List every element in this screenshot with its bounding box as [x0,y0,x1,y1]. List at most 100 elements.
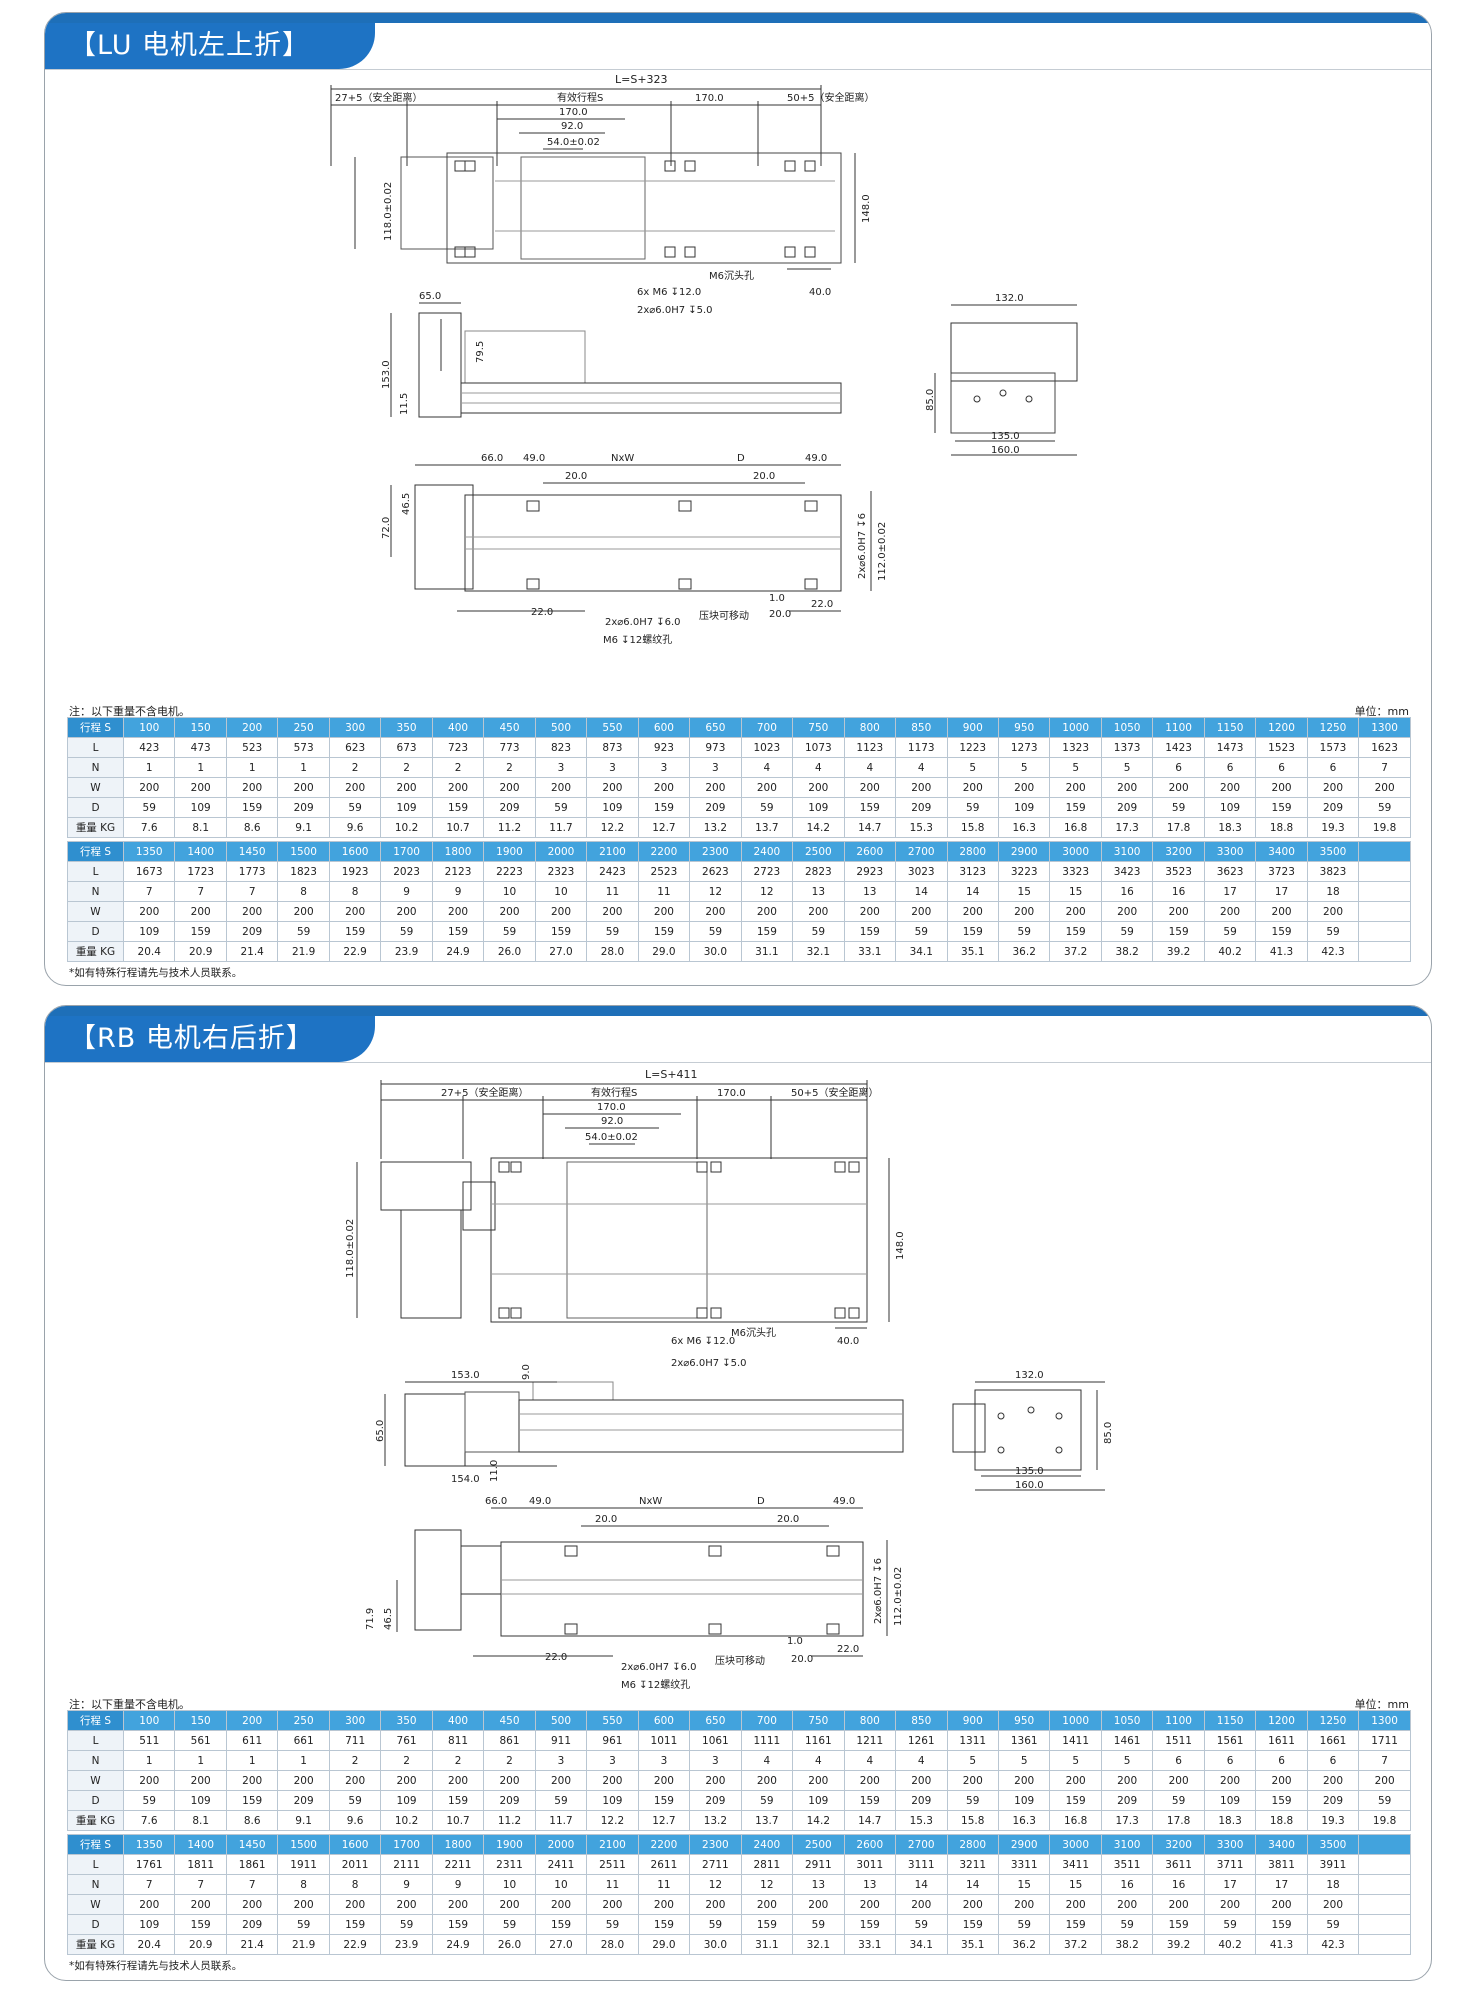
table-cell: 18.3 [1203,817,1257,838]
table-cell: 109 [792,797,845,818]
dim-20b: 20.0 [777,1514,799,1525]
table-cell: 6 [1255,757,1308,778]
table-cell: 109 [174,797,227,818]
table-cell: 1373 [1100,737,1154,758]
table-cell: 1600 [328,841,382,862]
table-cell: 9 [431,1874,485,1895]
table-cell: 59 [1203,1914,1257,1935]
table-cell: 200 [1203,1770,1257,1791]
table-cell: 18.8 [1255,817,1308,838]
table-cell: 2611 [637,1854,691,1875]
table-cell: 6 [1306,757,1360,778]
table-cell: 400 [431,1710,485,1731]
table-cell: 59 [1306,1914,1360,1935]
table-cell: 1900 [483,1834,536,1855]
table-cell: 200 [586,1894,639,1915]
table-cell: 109 [380,1790,433,1811]
table-cell: 661 [277,1730,330,1751]
table-cell: 1223 [946,737,999,758]
table-cell: 911 [534,1730,588,1751]
table-cell: 1400 [174,841,227,862]
table-cell: 59 [1358,1790,1411,1811]
table-cell: 59 [277,921,330,942]
table-cell: 4 [740,1750,794,1771]
table-cell: 159 [431,921,485,942]
table-cell: 473 [174,737,227,758]
dim-160: 160.0 [1015,1480,1044,1491]
table-cell: 1500 [277,841,330,862]
table-cell: 800 [843,717,897,738]
table-cell: 1611 [1255,1730,1308,1751]
table-cell: 159 [740,921,794,942]
table-cell: 200 [895,1894,948,1915]
table-cell: 1200 [1255,717,1308,738]
table-cell: 811 [431,1730,485,1751]
table-cell: 6 [1203,757,1257,778]
table-cell: 2123 [431,861,485,882]
row-label: D [67,921,124,942]
table-cell: 17 [1203,1874,1257,1895]
table-cell: 11 [637,1874,691,1895]
technical-drawing: L=S+411 27+5（安全距离） 有效行程S 170.0 50+5（安全距离… [45,1064,1431,1694]
label-m6-thread: M6 ↧12螺纹孔 [603,633,672,646]
dim-85: 85.0 [1103,1422,1114,1444]
dim-11: 11.0 [489,1460,500,1482]
dim-49b: 49.0 [833,1496,855,1507]
table-cell: 250 [277,1710,330,1731]
table-cell: 6 [1152,757,1205,778]
table-cell: 1123 [843,737,897,758]
table-cell [1358,1894,1411,1915]
table-cell: 1 [174,1750,227,1771]
table-cell: 1800 [431,841,485,862]
table-cell: 2400 [740,1834,794,1855]
table-cell: 673 [380,737,433,758]
table-cell: 11 [637,881,691,902]
table-cell: 159 [1255,1914,1308,1935]
table-cell: 8 [277,881,330,902]
table-cell: 200 [1049,1770,1102,1791]
table-cell: 109 [997,1790,1051,1811]
table-cell: 2 [380,1750,433,1771]
table-cell: 27.0 [534,1934,588,1955]
table-cell: 40.2 [1203,941,1257,962]
table-cell: 2023 [380,861,433,882]
table-cell: 200 [277,777,330,798]
table-cell: 250 [277,717,330,738]
table-cell: 12 [740,1874,794,1895]
table-cell: 2623 [689,861,742,882]
table-cell: 561 [174,1730,227,1751]
table-cell: 2511 [586,1854,639,1875]
table-cell: 159 [225,797,279,818]
table-cell: 59 [586,1914,639,1935]
table-cell: 200 [997,1894,1051,1915]
table-cell: 3823 [1306,861,1360,882]
table-cell: 200 [1255,1770,1308,1791]
table-cell: 200 [225,717,279,738]
table-cell: 200 [586,777,639,798]
table-cell: 3211 [946,1854,999,1875]
table-cell: 1150 [1203,1710,1257,1731]
table-cell: 1 [174,757,227,778]
table-cell: 1900 [483,841,536,862]
table-cell: 21.9 [277,941,330,962]
table-cell: 2600 [843,841,897,862]
table-cell: 109 [380,797,433,818]
dim-153: 153.0 [381,360,392,389]
table-cell: 23.9 [380,941,433,962]
dim-132: 132.0 [1015,1370,1044,1381]
table-cell: 3511 [1100,1854,1154,1875]
table-cell: 200 [431,1894,485,1915]
table-cell: 1011 [637,1730,691,1751]
table-cell: 1150 [1203,717,1257,738]
table-cell: 109 [174,1790,227,1811]
table-cell: 209 [895,797,948,818]
table-cell: 37.2 [1049,941,1102,962]
table-cell: 973 [689,737,742,758]
table-cell: 2 [328,1750,382,1771]
dim-20a: 20.0 [595,1514,617,1525]
table-cell: 200 [1100,777,1154,798]
table-cell: 159 [843,797,897,818]
row-label: L [67,1854,124,1875]
